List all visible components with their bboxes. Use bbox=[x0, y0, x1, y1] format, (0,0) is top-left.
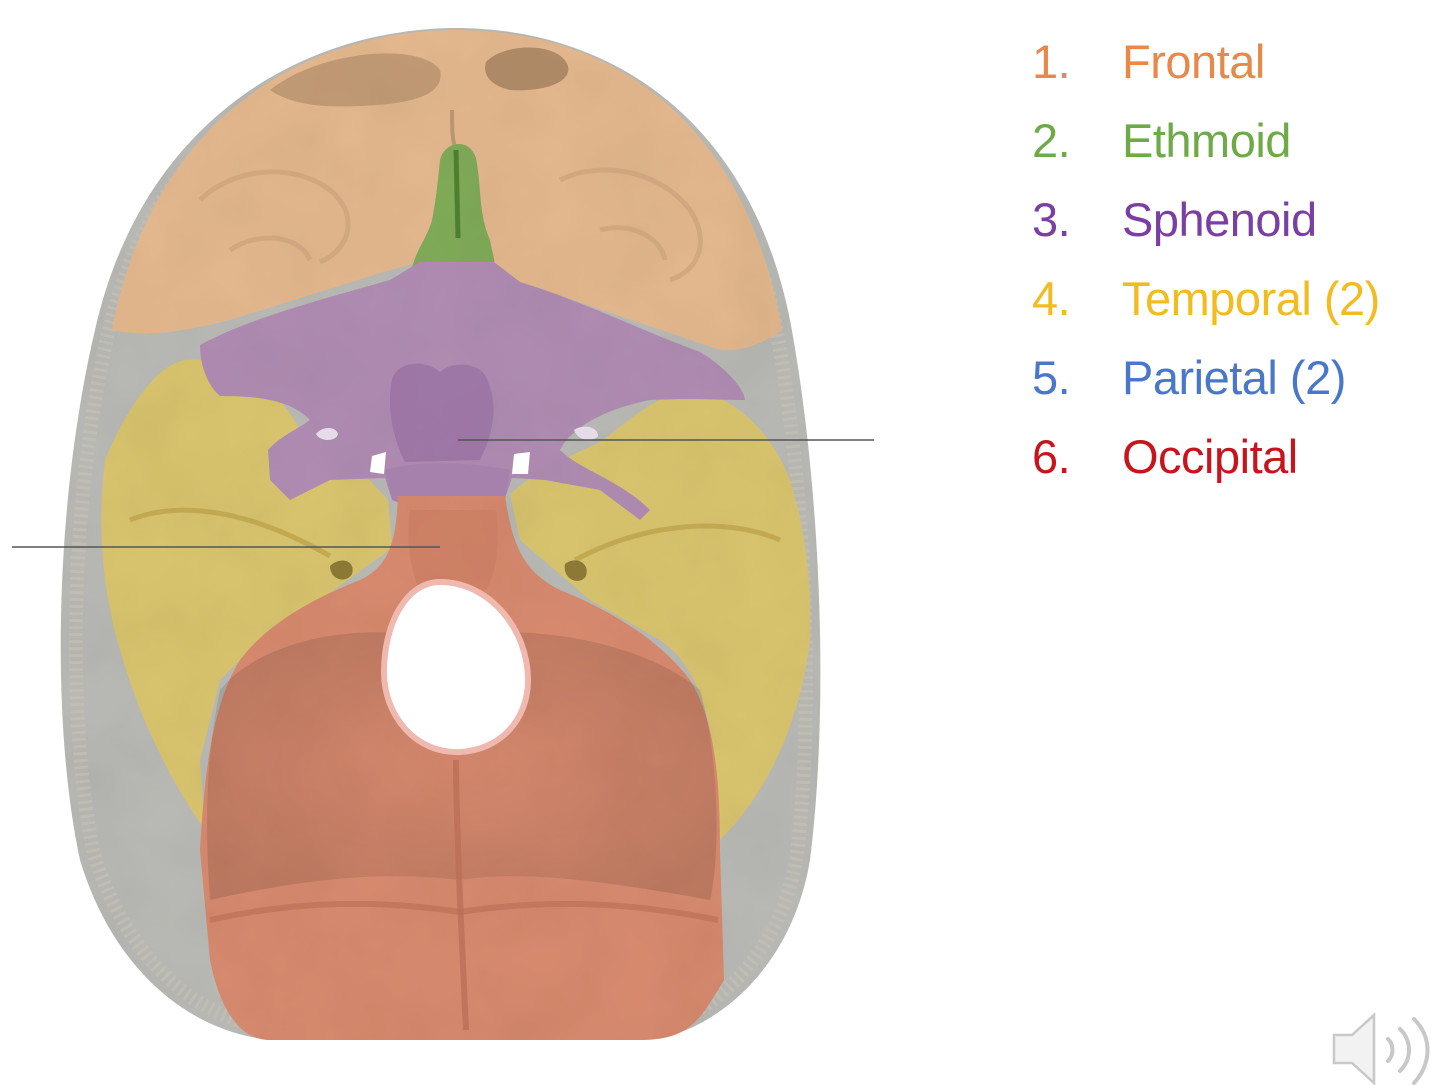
legend-number: 4. bbox=[1032, 272, 1071, 325]
temporal-region-right bbox=[510, 390, 811, 840]
frontal-sinus bbox=[270, 53, 441, 107]
legend-label: Sphenoid bbox=[1122, 193, 1317, 246]
legend-item-parietal: 5. Parietal (2) bbox=[1032, 346, 1380, 425]
internal-occipital-crest bbox=[453, 759, 469, 1031]
legend-number: 2. bbox=[1032, 114, 1071, 167]
orbital-roof-texture-left bbox=[198, 169, 351, 265]
frontal-sinus-right bbox=[485, 47, 569, 91]
legend-item-frontal: 1. Frontal bbox=[1032, 30, 1380, 109]
ethmoid-region bbox=[412, 143, 495, 268]
legend-label: Parietal (2) bbox=[1122, 351, 1346, 404]
legend-label: Occipital bbox=[1122, 430, 1298, 483]
legend-label: Ethmoid bbox=[1122, 114, 1291, 167]
crista-galli bbox=[453, 149, 461, 239]
petrous-ridge-left bbox=[129, 507, 332, 559]
occipital-fossa-shading bbox=[207, 632, 717, 900]
legend-number: 5. bbox=[1032, 351, 1071, 404]
legend-number: 6. bbox=[1032, 430, 1071, 483]
internal-acoustic-meatus-left bbox=[330, 560, 353, 580]
speaker-wave-middle bbox=[1398, 1027, 1411, 1073]
foramen-rotundum-right bbox=[574, 426, 598, 440]
legend-item-occipital: 6. Occipital bbox=[1032, 425, 1380, 504]
speaker-wave-inner bbox=[1386, 1037, 1395, 1063]
legend-number: 1. bbox=[1032, 35, 1071, 88]
legend-label: Frontal bbox=[1122, 35, 1265, 88]
foramen-rotundum-left bbox=[316, 428, 338, 440]
speaker-wave-outer bbox=[1412, 1017, 1430, 1085]
sella-turcica bbox=[389, 363, 494, 462]
legend-number: 3. bbox=[1032, 193, 1071, 246]
legend-label: Temporal (2) bbox=[1122, 272, 1380, 325]
petrous-ridge-right bbox=[573, 523, 782, 563]
bone-legend: 1. Frontal 2. Ethmoid 3. Sphenoid 4. Tem… bbox=[1032, 30, 1380, 504]
foramen-magnum bbox=[380, 578, 532, 756]
speaker-body bbox=[1332, 1012, 1376, 1085]
speaker-icon[interactable] bbox=[1328, 1005, 1440, 1085]
foramen-lacerum-right bbox=[512, 452, 530, 474]
legend-item-temporal: 4. Temporal (2) bbox=[1032, 267, 1380, 346]
legend-item-ethmoid: 2. Ethmoid bbox=[1032, 109, 1380, 188]
clivus bbox=[408, 510, 498, 590]
transverse-sulcus bbox=[209, 900, 719, 923]
foramen-lacerum-left bbox=[370, 452, 386, 474]
legend-item-sphenoid: 3. Sphenoid bbox=[1032, 188, 1380, 267]
internal-acoustic-meatus-right bbox=[564, 560, 587, 581]
orbital-roof-texture-right bbox=[558, 167, 703, 283]
